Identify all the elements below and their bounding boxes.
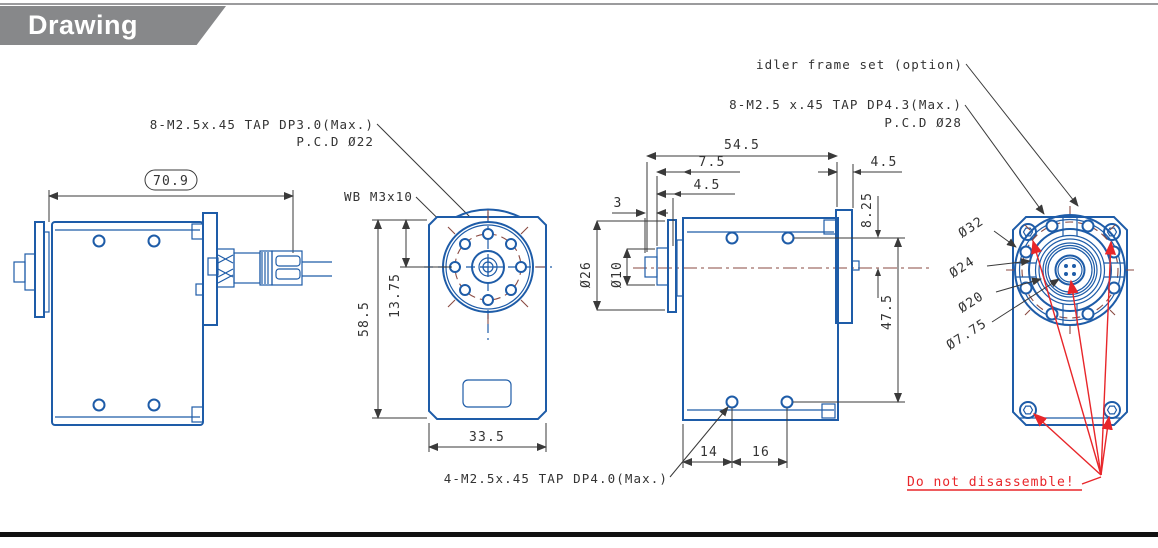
label-back-tap: 8-M2.5 x.45 TAP DP4.3(Max.)	[729, 97, 962, 112]
dim-rear-flange: 4.5	[870, 155, 897, 170]
dim-front-offset: 7.5	[698, 155, 725, 170]
corner-screw	[1103, 401, 1121, 419]
servo-body-side	[51, 221, 204, 426]
section-title: Drawing	[28, 10, 139, 40]
cable-connector	[207, 248, 332, 288]
dim-dia-32: Ø32	[956, 214, 987, 241]
dim-hole-pitch-b: 16	[752, 445, 770, 460]
dim-body-width: 33.5	[469, 430, 505, 445]
ref-dim-bubble	[144, 169, 198, 191]
view-side-right: 54.5 7.5 4.5 3 4.5	[444, 138, 930, 486]
dim-hole-span: 47.5	[880, 294, 895, 330]
corner-screw	[1019, 401, 1037, 419]
dim-dia-7-75: Ø7.75	[944, 316, 990, 353]
leader-back-tap	[964, 104, 1045, 215]
servo-shaft-side	[13, 221, 50, 318]
label-front-pcd: P.C.D Ø22	[296, 134, 374, 149]
dim-length: 54.5	[724, 138, 760, 153]
view-side-left: 70.9	[13, 169, 332, 426]
shaft-and-flange	[644, 219, 684, 313]
dim-flange-dia: Ø26	[579, 261, 594, 288]
label-idler-frame: idler frame set (option)	[756, 57, 963, 72]
servo-horn-front	[424, 210, 552, 340]
name-plate	[462, 379, 512, 408]
label-back-pcd: P.C.D Ø28	[884, 115, 962, 130]
dim-hole-pitch-a: 14	[700, 445, 718, 460]
front-dimensions: 58.5 13.75 33.5	[357, 219, 547, 452]
dim-shaft-protrusion: 3	[613, 196, 622, 211]
top-divider	[0, 3, 1158, 5]
dim-hole-to-center: 8.25	[860, 192, 875, 228]
leader-idler-frame	[965, 63, 1079, 207]
dim-body-height: 58.5	[357, 301, 372, 337]
dim-horn-center: 13.75	[388, 273, 403, 318]
rear-flange-right	[835, 209, 860, 324]
corner-screw	[1019, 223, 1037, 241]
bottom-divider	[0, 532, 1158, 537]
view-back: idler frame set (option) 8-M2.5 x.45 TAP…	[729, 57, 1134, 491]
section-banner: Drawing	[0, 6, 226, 45]
servo-body-side-right	[682, 217, 839, 421]
label-bottom-tap: 4-M2.5x.45 TAP DP4.0(Max.)	[444, 471, 668, 486]
dim-overall-length: 70.9	[153, 174, 189, 189]
warning-callout: Do not disassemble!	[907, 239, 1117, 491]
label-front-tap: 8-M2.5x.45 TAP DP3.0(Max.)	[150, 117, 374, 132]
dim-dia-20: Ø20	[956, 289, 987, 316]
label-wb: WB M3x10	[344, 189, 413, 204]
leader-bottom-tap	[669, 406, 729, 478]
dim-dia-24: Ø24	[947, 254, 978, 281]
right-view-dimensions: 54.5 7.5 4.5 3 4.5	[444, 138, 905, 486]
dim-flange-thickness: 4.5	[693, 178, 720, 193]
view-front: 8-M2.5x.45 TAP DP3.0(Max.) P.C.D Ø22 WB …	[150, 117, 552, 452]
bolt-circle-pcd28	[1021, 221, 1119, 319]
dim-shaft-dia: Ø10	[610, 261, 625, 288]
corner-screw	[1103, 223, 1121, 241]
warning-text: Do not disassemble!	[907, 475, 1075, 490]
leader-front-tap	[376, 123, 482, 229]
